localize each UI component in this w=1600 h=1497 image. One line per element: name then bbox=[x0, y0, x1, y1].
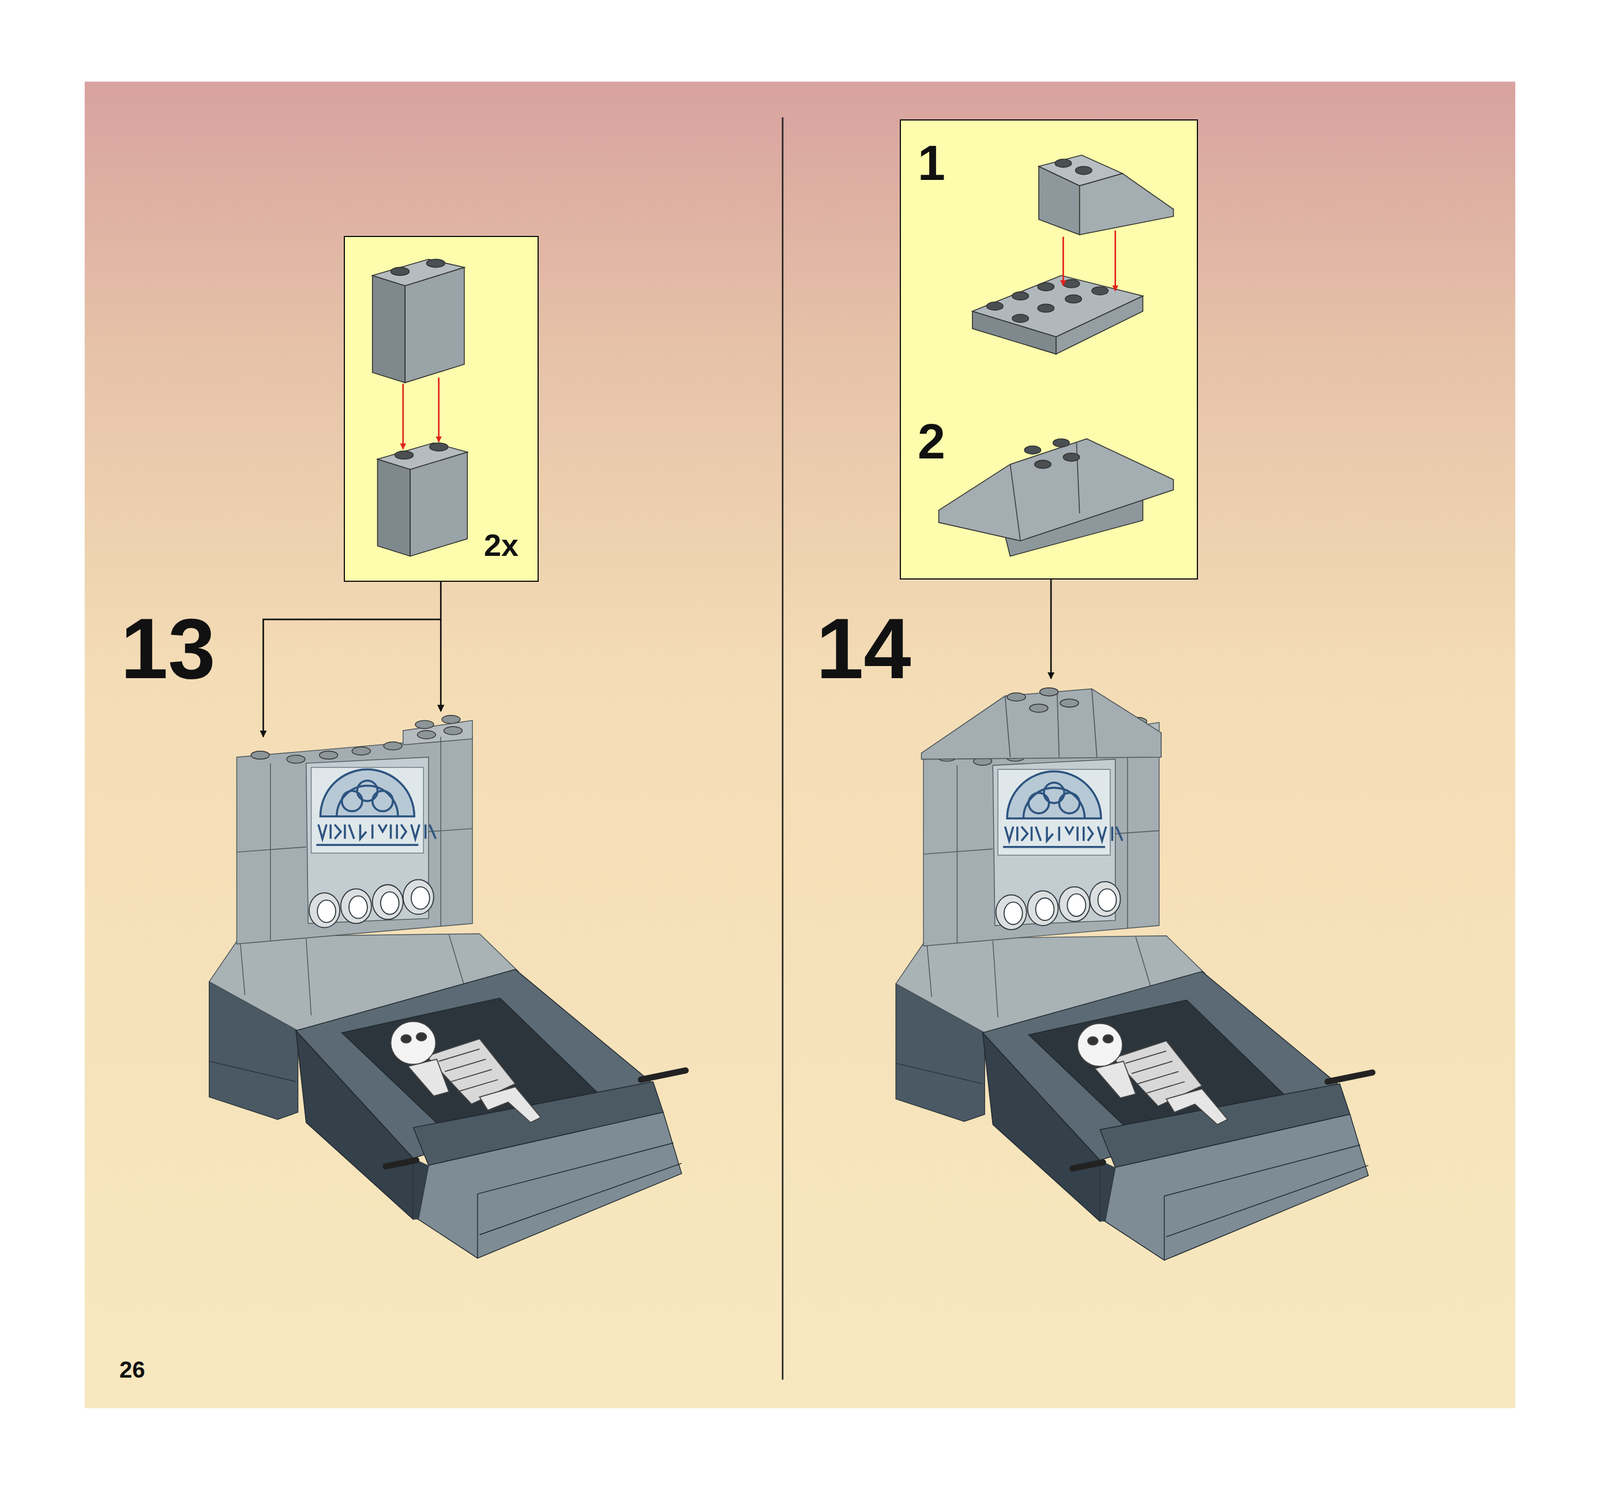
step-number: 13 bbox=[120, 606, 216, 692]
page-number: 26 bbox=[119, 1358, 146, 1382]
callout-box: 12 bbox=[899, 119, 1198, 580]
sub-step-number: 2x bbox=[483, 529, 519, 561]
step-number: 14 bbox=[816, 606, 912, 692]
callout-box: 2x bbox=[343, 235, 539, 582]
sub-step-number: 1 bbox=[917, 137, 946, 188]
sub-step-number: 2 bbox=[917, 416, 946, 467]
